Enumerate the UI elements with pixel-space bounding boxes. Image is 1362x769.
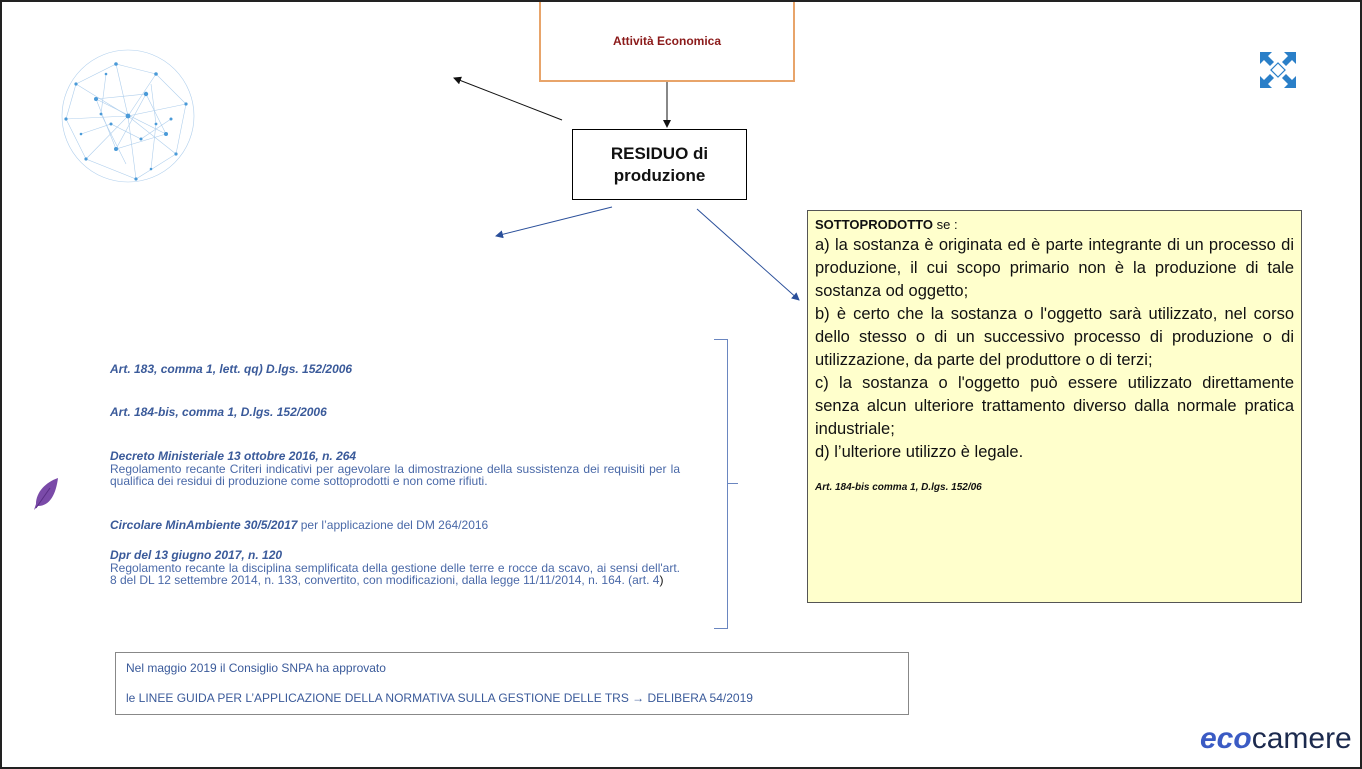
clause-c: c) la sostanza o l'oggetto può essere ut…: [815, 374, 1294, 438]
ecocamere-logo: ecocamere: [1200, 722, 1352, 756]
residuo-line2: produzione: [613, 165, 706, 185]
reference-dm-264: Decreto Ministeriale 13 ottobre 2016, n.…: [110, 449, 680, 487]
residuo-line1: RESIDUO di: [610, 143, 709, 163]
residuo-box: RESIDUO di produzione: [572, 129, 747, 200]
sottoprodotto-title: SOTTOPRODOTTO: [815, 217, 933, 232]
reference-dpr-120: Dpr del 13 giugno 2017, n. 120 Regolamen…: [110, 548, 680, 586]
reference-art-184-bis: Art. 184-bis, comma 1, D.lgs. 152/2006: [110, 405, 327, 419]
clause-b: b) è certo che la sostanza o l'oggetto s…: [815, 305, 1294, 369]
logo-eco: eco: [1200, 722, 1252, 755]
attivita-economica-label: Attività Economica: [612, 34, 722, 48]
sottoprodotto-box: SOTTOPRODOTTO se : a) la sostanza è orig…: [807, 210, 1302, 603]
reference-circolare-title: Circolare MinAmbiente 30/5/2017: [110, 518, 298, 532]
arrow-right: [696, 208, 800, 301]
clause-d: d) l’ulteriore utilizzo è legale.: [815, 443, 1024, 461]
sottoprodotto-heading: SOTTOPRODOTTO se :: [815, 217, 1294, 232]
snpa-note-line1: Nel maggio 2019 il Consiglio SNPA ha app…: [126, 661, 386, 675]
reference-circolare-rest: per l’applicazione del DM 264/2016: [297, 518, 489, 532]
references-bracket: [714, 339, 728, 629]
reference-dpr-120-tail: ): [659, 573, 664, 587]
arrow-left: [495, 206, 613, 239]
feather-icon: [34, 478, 58, 510]
logo-camere: camere: [1251, 722, 1352, 755]
sottoprodotto-title-suffix: se :: [932, 217, 958, 232]
reference-dm-264-body: Regolamento recante Criteri indicativi p…: [110, 462, 680, 488]
reference-dpr-120-title: Dpr del 13 giugno 2017, n. 120: [110, 548, 283, 562]
reference-art-183: Art. 183, comma 1, lett. qq) D.lgs. 152/…: [110, 362, 353, 376]
snpa-note-box: Nel maggio 2019 il Consiglio SNPA ha app…: [115, 652, 909, 715]
reference-dm-264-title: Decreto Ministeriale 13 ottobre 2016, n.…: [110, 449, 357, 463]
residuo-label: RESIDUO di produzione: [611, 143, 708, 187]
reference-dpr-120-text: Regolamento recante la disciplina sempli…: [110, 561, 680, 587]
network-sphere-icon: [61, 49, 195, 183]
attivita-economica-box: Attività Economica: [539, 2, 795, 82]
snpa-note-line2: le LINEE GUIDA PER L’APPLICAZIONE DELLA …: [126, 691, 753, 705]
arrow-up-left: [453, 76, 563, 121]
references-bracket-tick: [728, 483, 738, 484]
sottoprodotto-reference: Art. 184-bis comma 1, D.lgs. 152/06: [815, 482, 982, 493]
clause-a: a) la sostanza è originata ed è parte in…: [815, 236, 1294, 300]
expand-arrows-icon: [1260, 52, 1296, 88]
reference-dpr-120-body: Regolamento recante la disciplina sempli…: [110, 562, 680, 586]
reference-circolare: Circolare MinAmbiente 30/5/2017 per l’ap…: [110, 518, 488, 532]
